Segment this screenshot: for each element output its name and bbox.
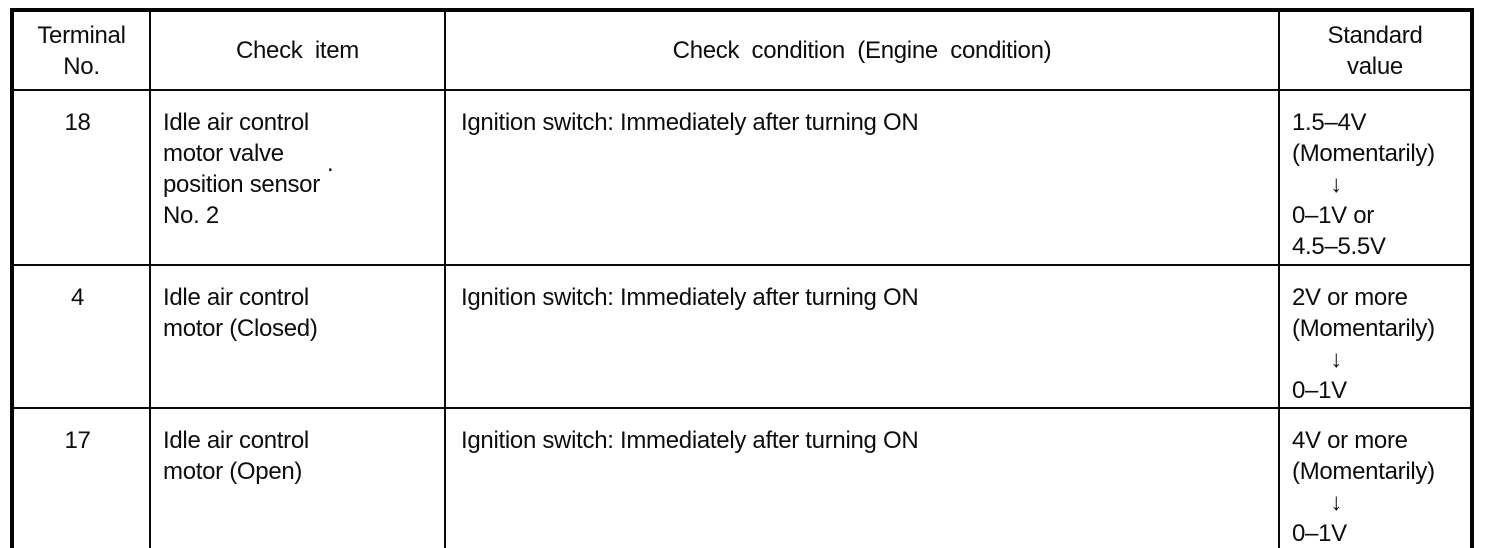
standard-value: 2V or more (Momentarily) ↓ 0–1V (1278, 264, 1473, 409)
header-row: Terminal No. Check item Check condition … (11, 9, 1473, 91)
header-cell-standard-value: Standard value (1278, 9, 1473, 91)
standard-value: 4V or more (Momentarily) ↓ 0–1V (1278, 407, 1473, 548)
check-item-value: Idle air control motor (Open) (149, 407, 446, 548)
terminal-no-value: 4 (11, 264, 151, 409)
check-item-value: Idle air control motor valve position se… (149, 89, 446, 266)
table-row-terminal-18: 18 Idle air control motor valve position… (11, 89, 1473, 266)
standard-value: 1.5–4V (Momentarily) ↓ 0–1V or 4.5–5.5V (1278, 89, 1473, 266)
header-cell-terminal-no: Terminal No. (11, 9, 151, 91)
table-row-terminal-4: 4 Idle air control motor (Closed) Igniti… (11, 264, 1473, 409)
check-condition-value: Ignition switch: Immediately after turni… (444, 407, 1280, 548)
terminal-no-value: 17 (11, 407, 151, 548)
check-condition-value: Ignition switch: Immediately after turni… (444, 264, 1280, 409)
header-cell-check-condition: Check condition (Engine condition) (444, 9, 1280, 91)
scan-speck-dot: . (327, 150, 334, 177)
header-cell-check-item: Check item (149, 9, 446, 91)
table-row-terminal-17: 17 Idle air control motor (Open) Ignitio… (11, 407, 1473, 548)
check-item-value: Idle air control motor (Closed) (149, 264, 446, 409)
terminal-no-value: 18 (11, 89, 151, 266)
terminal-check-table: Terminal No. Check item Check condition … (10, 8, 1474, 548)
check-condition-value: Ignition switch: Immediately after turni… (444, 89, 1280, 266)
